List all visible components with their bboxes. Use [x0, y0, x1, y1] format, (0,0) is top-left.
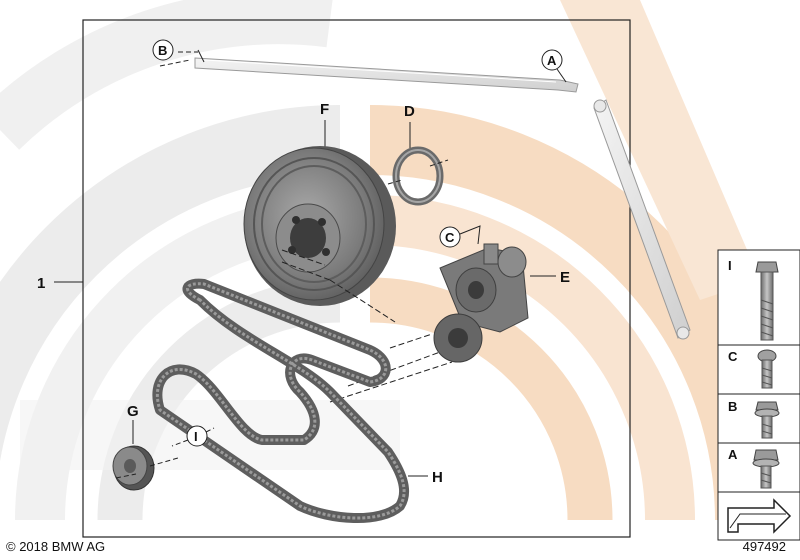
nav-arrow-icon[interactable]	[727, 498, 792, 534]
label-h: H	[432, 469, 443, 486]
collar-hex-bolt-icon	[752, 449, 780, 489]
belt-tensioner-assembly	[433, 243, 529, 363]
callout-b-label: B	[158, 43, 167, 58]
shaft-seal-ring	[392, 146, 444, 206]
legend-item-i: I	[728, 258, 779, 341]
legend-item-a: A	[728, 447, 780, 489]
label-1: 1	[37, 275, 45, 292]
diagonal-strut	[593, 99, 691, 340]
torx-bolt-icon	[757, 349, 777, 389]
pulley-cap	[112, 445, 155, 491]
callout-a-label: A	[547, 53, 557, 68]
legend-item-c: C	[728, 349, 777, 389]
label-f: F	[320, 101, 329, 118]
ribbed-v-belt	[152, 278, 410, 524]
document-number: 497492	[742, 539, 786, 554]
callout-i-label: I	[194, 429, 198, 444]
copyright-text: © 2018 BMW AG	[6, 539, 106, 554]
flange-hex-bolt-icon	[754, 401, 780, 439]
legend-item-b: B	[728, 399, 780, 439]
label-e: E	[560, 269, 570, 286]
legend-key-b: B	[728, 399, 737, 414]
long-hex-bolt-icon	[755, 261, 779, 341]
label-d: D	[404, 103, 415, 120]
callout-c-circle	[439, 226, 461, 248]
callout-i-circle	[186, 425, 208, 447]
label-g: G	[127, 403, 139, 420]
bracket-bar-top	[159, 49, 579, 93]
callout-a-circle	[541, 49, 563, 71]
fastener-legend	[717, 249, 800, 541]
callout-c-label: C	[445, 230, 455, 245]
legend-key-a: A	[728, 447, 738, 462]
legend-key-i: I	[728, 258, 732, 273]
vibration-damper-pulley	[243, 146, 396, 306]
callout-b-circle	[152, 39, 174, 61]
diagram-frame	[82, 19, 631, 538]
legend-key-c: C	[728, 349, 738, 364]
